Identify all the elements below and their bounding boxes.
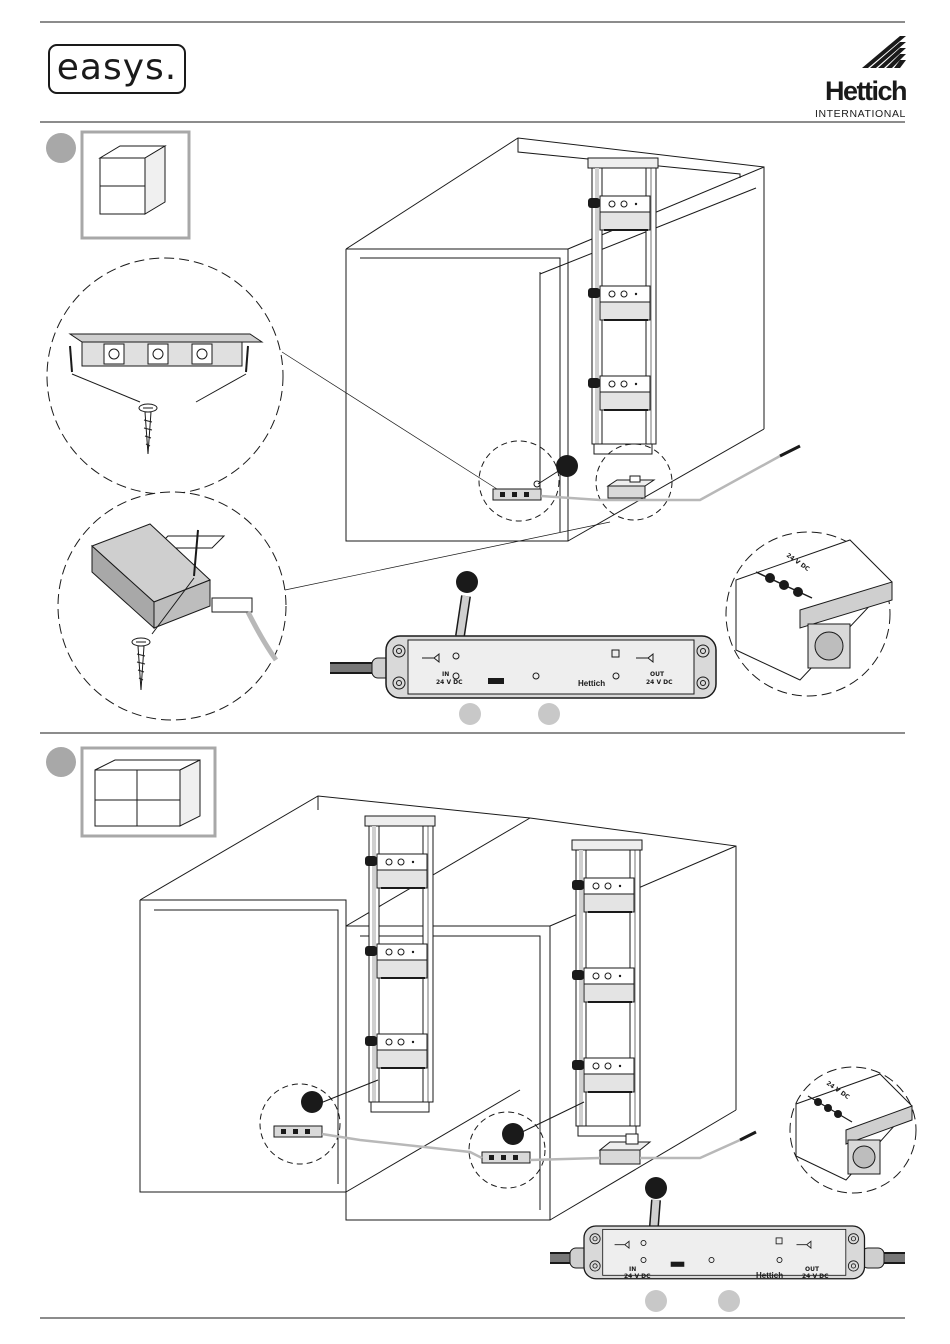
svg-text:Hettich: Hettich <box>756 1271 783 1280</box>
step-2-distributor-left <box>274 1126 322 1137</box>
step-1-callout-dot <box>556 455 578 477</box>
step-1-psu-callout-dot <box>456 571 478 593</box>
step-2-callout-dot-b <box>502 1123 524 1145</box>
step-2-callout-dot-a <box>301 1091 323 1113</box>
step-1-runner <box>588 158 658 454</box>
step-2-badge-a <box>645 1290 667 1312</box>
step-2-badge-b <box>718 1290 740 1312</box>
step-1-badge-a <box>459 703 481 725</box>
step-2-detail-ring-b <box>469 1112 545 1188</box>
svg-text:24 V DC: 24 V DC <box>802 1273 829 1280</box>
step-1-distributor <box>493 481 541 500</box>
svg-text:IN: IN <box>629 1266 636 1273</box>
step-1-zoom-distributor <box>47 258 283 494</box>
step-2-detail-ring-a <box>260 1084 340 1164</box>
step-2-cable-c <box>640 1140 740 1158</box>
step-1-carcass <box>346 138 764 541</box>
svg-text:24 V DC: 24 V DC <box>436 679 463 686</box>
step-2-distributor-right <box>482 1152 530 1163</box>
step-2-psu-callout-dot <box>645 1177 667 1199</box>
step-2-plug <box>740 1132 756 1140</box>
step-1-detail-ring-a <box>479 441 559 521</box>
svg-text:OUT: OUT <box>805 1266 820 1273</box>
step-1-power-supply <box>386 636 716 698</box>
svg-text:OUT: OUT <box>650 671 665 678</box>
step-1-badge-b <box>538 703 560 725</box>
step-1-cabinet-icon <box>82 132 189 238</box>
step-2-runner-left <box>365 816 435 1112</box>
step-2-runner-right <box>572 840 642 1136</box>
step-2-carcass <box>140 796 736 1220</box>
svg-text:24 V DC: 24 V DC <box>646 679 673 686</box>
svg-text:IN: IN <box>442 671 449 678</box>
svg-text:24 V DC: 24 V DC <box>624 1273 651 1280</box>
svg-text:Hettich: Hettich <box>578 679 605 688</box>
step-2-cabinet-icon <box>82 748 215 836</box>
step-1-plug <box>780 446 800 456</box>
step-2-badge <box>46 747 76 777</box>
step-2-power-supply-small <box>600 1134 650 1164</box>
step-1-power-supply-small <box>608 476 654 498</box>
step-2-power-supply <box>584 1226 865 1279</box>
step-1-badge <box>46 133 76 163</box>
